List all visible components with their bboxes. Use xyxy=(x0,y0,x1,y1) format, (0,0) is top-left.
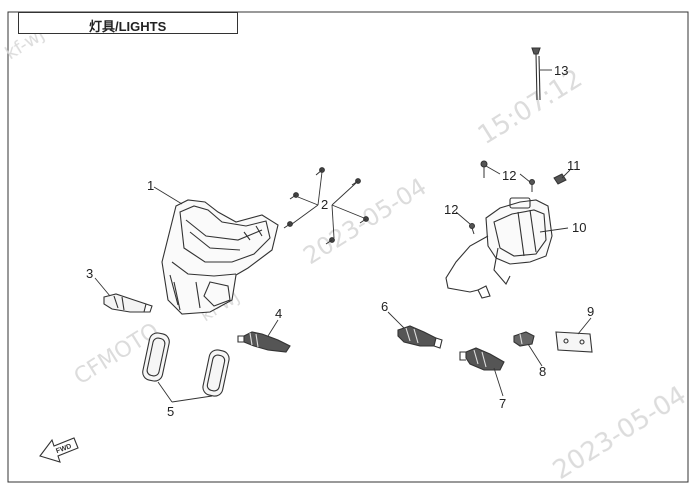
turn-signal-rear-left-part xyxy=(397,325,443,349)
screw-6 xyxy=(325,237,335,245)
screw-1 xyxy=(315,167,325,176)
watermark-layer: kf-wj 15:07:12 2023-05-04 kf-wj CFMOTO 2… xyxy=(2,24,692,486)
callout-2: 2 xyxy=(321,197,328,212)
reflector-right xyxy=(202,349,230,397)
reflector-pair-part xyxy=(142,332,230,397)
bolt-upper-part xyxy=(480,160,535,192)
callout-4: 4 xyxy=(275,306,282,321)
callout-3: 3 xyxy=(86,266,93,281)
callout-labels: 1 2 3 4 5 6 7 8 9 10 11 12 12 13 xyxy=(86,63,594,419)
long-bolt-part xyxy=(531,47,541,101)
watermark-time-1: 15:07:12 xyxy=(473,64,588,151)
screw-2 xyxy=(289,192,299,200)
screw-5 xyxy=(359,216,369,224)
leader-lines xyxy=(94,69,592,403)
screw-3 xyxy=(283,221,293,229)
callout-13: 13 xyxy=(554,63,568,78)
callout-8: 8 xyxy=(539,364,546,379)
license-plate-lamp-part xyxy=(513,331,535,347)
watermark-date-2: 2023-05-04 xyxy=(548,380,692,486)
headlight-assembly-part xyxy=(161,199,279,315)
bolt-lower-part xyxy=(469,223,475,235)
turn-signal-rear-right-part xyxy=(459,347,505,371)
screw-4 xyxy=(351,178,361,186)
callout-11: 11 xyxy=(567,158,581,173)
callout-6: 6 xyxy=(381,299,388,314)
page-title: 灯具/LIGHTS xyxy=(89,19,167,34)
license-plate-bracket-part xyxy=(555,331,593,353)
tail-light-assembly-part xyxy=(445,197,553,299)
callout-12-upper: 12 xyxy=(502,168,516,183)
diagram-frame xyxy=(7,11,689,483)
callout-10: 10 xyxy=(572,220,586,235)
screw-set-part xyxy=(283,167,369,245)
callout-9: 9 xyxy=(587,304,594,319)
fwd-direction-arrow: FWD xyxy=(39,437,79,463)
callout-12-lower: 12 xyxy=(444,202,458,217)
callout-1: 1 xyxy=(147,178,154,193)
turn-signal-front-right-part xyxy=(237,331,291,353)
title-box: 灯具/LIGHTS xyxy=(18,12,238,34)
turn-signal-front-left-part xyxy=(103,293,153,313)
callout-5: 5 xyxy=(167,404,174,419)
reflector-left xyxy=(142,332,170,382)
callout-7: 7 xyxy=(499,396,506,411)
